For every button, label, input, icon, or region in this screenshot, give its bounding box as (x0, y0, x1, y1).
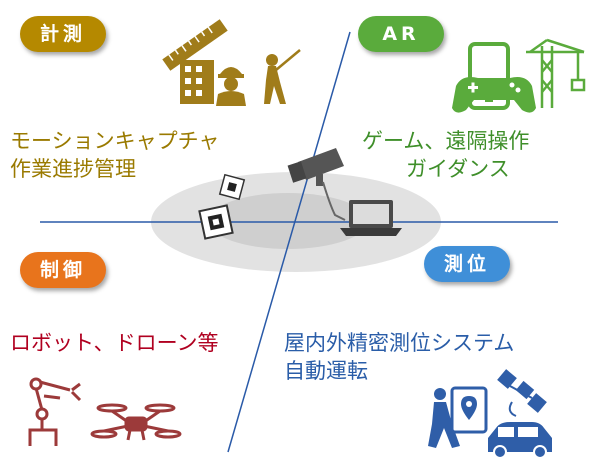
satellite-icon (497, 369, 547, 417)
robot-arm-icon (28, 377, 82, 446)
control-pill: 制御 (20, 252, 106, 288)
vertical-axis (227, 31, 351, 453)
car-icon (488, 422, 552, 459)
gamepad-icon (452, 77, 536, 113)
golfer-icon (264, 49, 301, 104)
center-ellipse-inner (208, 193, 368, 249)
ar-caption-line-2: ガイダンス (406, 157, 510, 181)
measure-pill: 計測 (20, 16, 106, 52)
worker-icon (216, 67, 246, 106)
ar-pill: AR (358, 16, 444, 52)
camera-icon (287, 148, 346, 221)
positioning-caption-line-1: 屋内外精密測位システム (284, 331, 515, 355)
positioning-pill: 測位 (424, 246, 510, 282)
ar-caption-line-1: ゲーム、遠隔操作 (362, 129, 530, 153)
marker-icon (198, 173, 246, 240)
person-map-icon (428, 386, 488, 448)
laptop-icon (340, 200, 402, 236)
positioning-caption-line-2: 自動運転 (284, 359, 368, 383)
measure-caption-line-2: 作業進捗管理 (10, 157, 136, 181)
ruler-icon (162, 19, 228, 71)
smartphone-icon (468, 42, 510, 110)
measure-caption-line-1: モーションキャプチャ (10, 129, 220, 153)
building-icon (180, 60, 214, 104)
drone-icon (90, 403, 182, 441)
control-caption-line-1: ロボット、ドローン等 (10, 331, 219, 355)
crane-icon (526, 38, 586, 108)
